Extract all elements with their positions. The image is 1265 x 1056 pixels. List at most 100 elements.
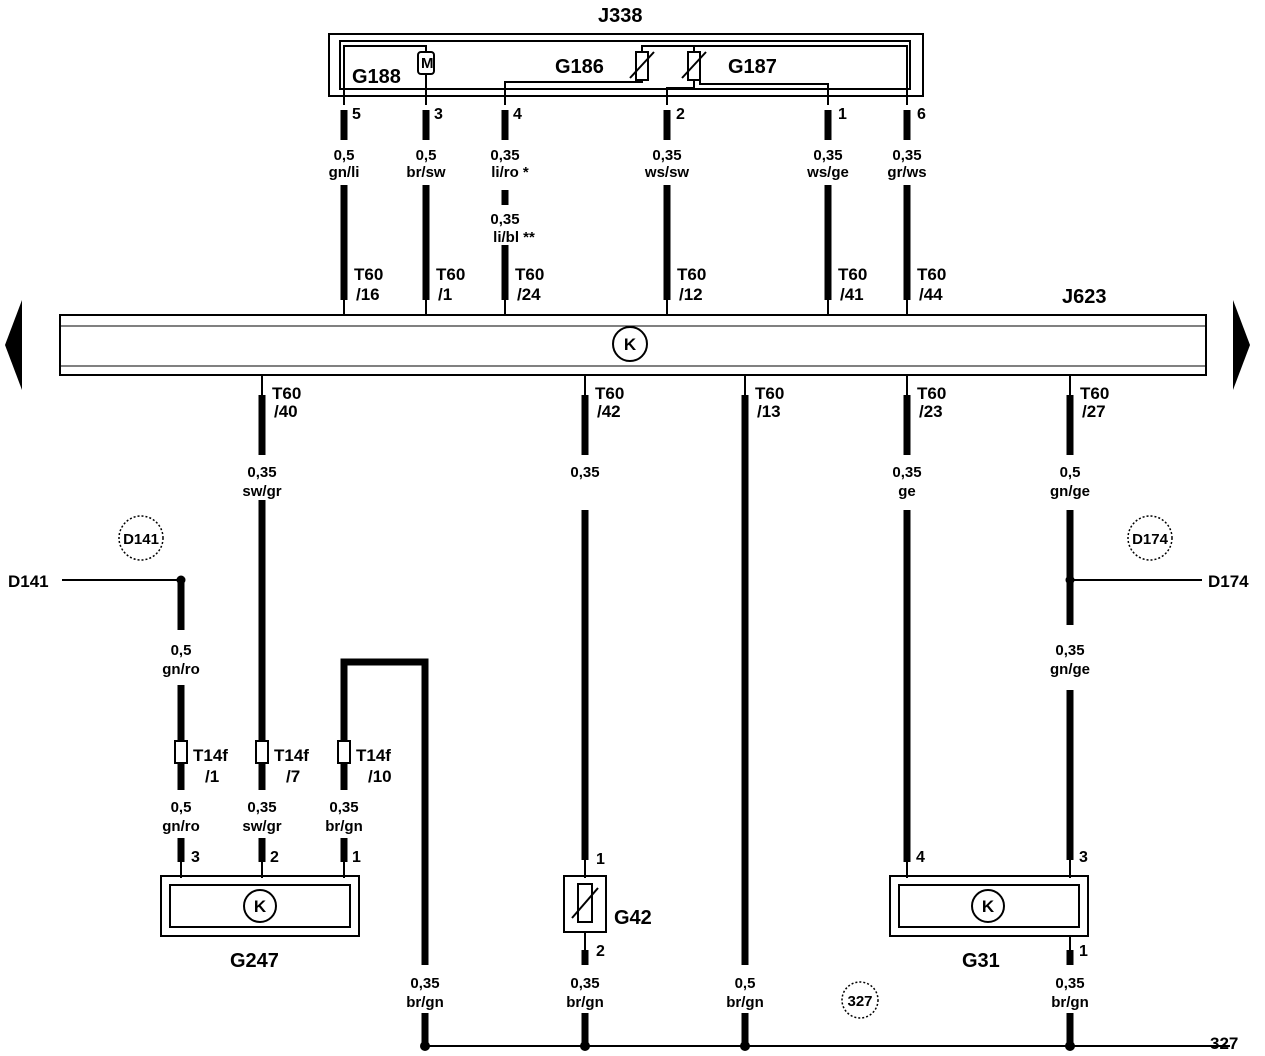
svg-text:327: 327 xyxy=(847,993,872,1010)
pin-label: 3 xyxy=(1079,849,1088,866)
j623-bar xyxy=(59,314,1207,376)
connector-pin: /12 xyxy=(679,285,703,304)
wire-color: sw/gr xyxy=(242,818,281,835)
t14f-10-plug-icon xyxy=(337,740,351,764)
motor-g188-letter: M xyxy=(421,55,434,72)
wire-size: 0,35 xyxy=(570,464,599,481)
wire-size: 0,35 xyxy=(410,975,439,992)
connector-name: T60 xyxy=(515,265,544,284)
j623-unit: J623 K xyxy=(5,286,1250,390)
wire-color: gn/ro xyxy=(162,818,200,835)
connector-pin: /23 xyxy=(919,402,943,421)
g247-label: G247 xyxy=(230,950,279,972)
connector-name: T60 xyxy=(677,265,706,284)
t14f-connectors: T14f /1 T14f /7 T14f /10 0,5 gn/ro 0,35 … xyxy=(162,740,392,878)
connector-name: T60 xyxy=(1080,384,1109,403)
wire-size: 0,5 xyxy=(735,975,756,992)
pin-label: 4 xyxy=(513,106,522,123)
loop-wire xyxy=(340,658,429,965)
connector-pin: /44 xyxy=(919,285,943,304)
g31-sensor: 4 3 K G31 1 xyxy=(889,849,1089,972)
d141-reference-circle xyxy=(118,515,164,561)
wire-color: br/gn xyxy=(1051,994,1089,1011)
wire-size: 0,35 xyxy=(490,147,519,164)
connector-name: T60 xyxy=(755,384,784,403)
wire-size: 0,35 xyxy=(652,147,681,164)
connector-pin: /10 xyxy=(368,767,392,786)
j338-inner-box xyxy=(339,40,911,90)
connector-pin: /27 xyxy=(1082,402,1106,421)
connector-pin: /7 xyxy=(286,767,300,786)
t14f-1-plug-icon xyxy=(174,740,188,764)
j338-label: J338 xyxy=(598,5,643,27)
bottom-wires xyxy=(258,375,1074,965)
connector-name: T60 xyxy=(917,265,946,284)
connector-pin: /24 xyxy=(517,285,541,304)
connector-pin: /42 xyxy=(597,402,621,421)
pin-label: 2 xyxy=(270,849,279,866)
wire-size: 0,5 xyxy=(334,147,355,164)
wire-size: 0,5 xyxy=(171,799,192,816)
pin-label: 3 xyxy=(191,849,200,866)
wire-size: 0,35 xyxy=(247,464,276,481)
g186-label: G186 xyxy=(555,56,604,78)
j338-outer-box xyxy=(328,33,924,97)
thermistor-icon xyxy=(571,887,599,919)
t14f-7-plug-icon xyxy=(255,740,269,764)
wire-size: 0,35 xyxy=(570,975,599,992)
wire-color: gr/ws xyxy=(887,164,926,181)
pin-label: 1 xyxy=(1079,943,1088,960)
wire-size: 0,5 xyxy=(171,642,192,659)
wire-color: li/ro * xyxy=(491,164,529,181)
mid-wire-labels: 0,35 sw/gr 0,35 0,35 ge 0,5 gn/ge xyxy=(242,464,1090,500)
d174-branch: D174 D174 0,35 gn/ge xyxy=(1050,515,1249,678)
top-wire-labels: 0,5 gn/li 0,5 br/sw 0,35 li/ro * 0,35 li… xyxy=(329,147,927,246)
pin-label: 1 xyxy=(596,851,605,868)
connector-name: T60 xyxy=(838,265,867,284)
svg-text:K: K xyxy=(624,335,637,354)
connector-pin: /1 xyxy=(438,285,452,304)
wire-size: 0,35 xyxy=(247,799,276,816)
connector-name: T60 xyxy=(917,384,946,403)
wire-size: 0,5 xyxy=(416,147,437,164)
g31-k-symbol xyxy=(971,889,1005,923)
connector-name: T60 xyxy=(595,384,624,403)
wire-color: gn/li xyxy=(329,164,360,181)
wire-color: br/sw xyxy=(406,164,446,181)
wire-color: br/gn xyxy=(406,994,444,1011)
g187-label: G187 xyxy=(728,56,777,78)
wire-color: gn/ge xyxy=(1050,661,1090,678)
pin-label: 1 xyxy=(352,849,361,866)
svg-text:D174: D174 xyxy=(1132,531,1169,548)
pin-label: 1 xyxy=(838,106,847,123)
connector-name: T14f xyxy=(356,746,391,765)
d174-label: D174 xyxy=(1208,572,1249,591)
top-pin-labels: 5 3 4 2 1 6 xyxy=(352,106,926,123)
wire-size: 0,35 xyxy=(490,211,519,228)
connector-pin: /40 xyxy=(274,402,298,421)
wire-color: ge xyxy=(898,483,916,500)
d174-reference-circle xyxy=(1127,515,1173,561)
wire-size: 0,35 xyxy=(892,147,921,164)
top-wires xyxy=(340,110,911,325)
wire-color: ws/ge xyxy=(806,164,849,181)
j623-label: J623 xyxy=(1062,286,1107,308)
pin-label: 2 xyxy=(676,106,685,123)
connector-pin: /13 xyxy=(757,402,781,421)
connector-name: T14f xyxy=(274,746,309,765)
wire-color: gn/ro xyxy=(162,661,200,678)
pin-label: 6 xyxy=(917,106,926,123)
connector-pin: /16 xyxy=(356,285,380,304)
pin-label: 5 xyxy=(352,106,361,123)
wire-color: br/gn xyxy=(726,994,764,1011)
wire-color: sw/gr xyxy=(242,483,281,500)
arrow-left-icon xyxy=(5,300,22,345)
wire-color: br/gn xyxy=(566,994,604,1011)
wire-color: ws/sw xyxy=(644,164,690,181)
pin-label: 4 xyxy=(916,849,925,866)
g247-box xyxy=(160,875,360,937)
wire-color: br/gn xyxy=(325,818,363,835)
g188-label: G188 xyxy=(352,66,401,88)
pin-label: 2 xyxy=(596,943,605,960)
